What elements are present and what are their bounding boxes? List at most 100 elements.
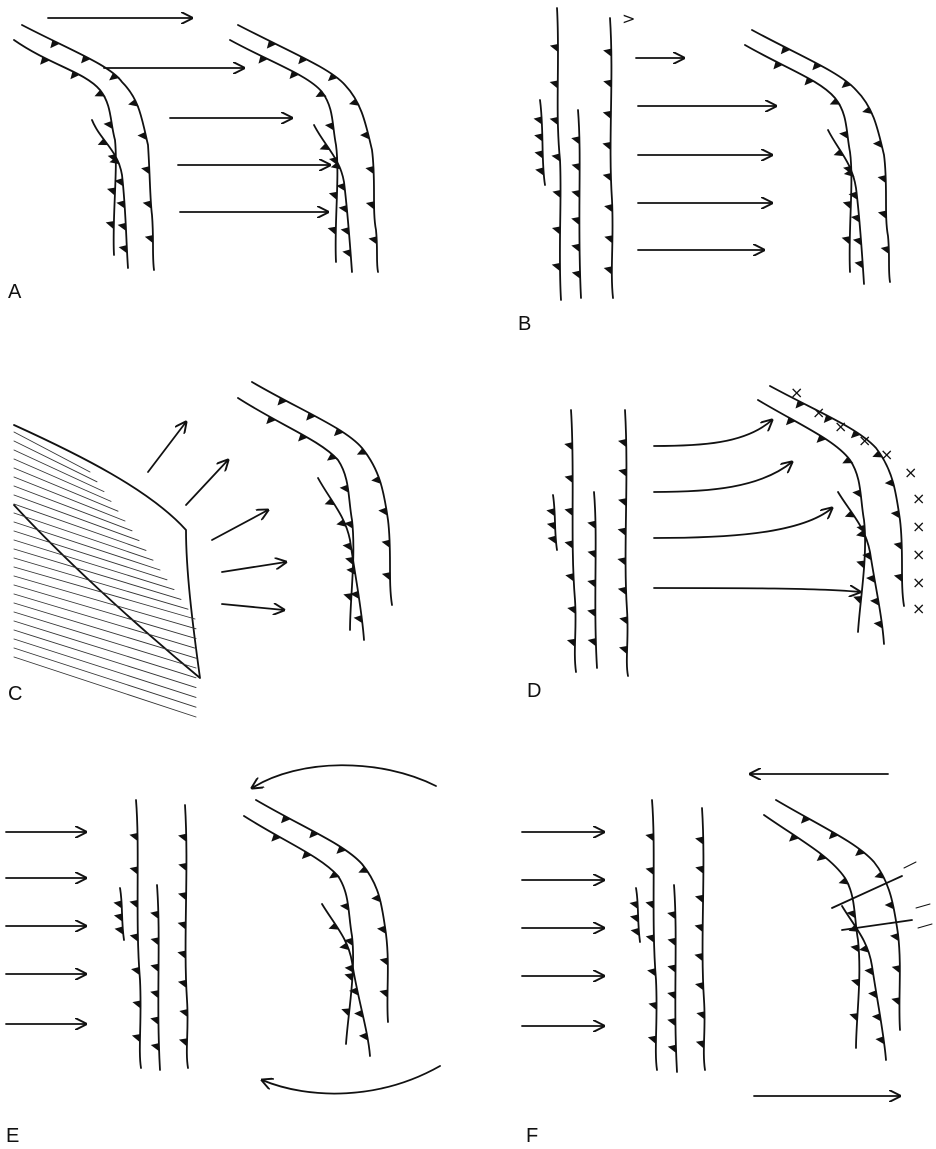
thrust-tooth: [344, 594, 351, 601]
thrust-tooth: [139, 133, 147, 140]
panel-label: F: [526, 1125, 538, 1147]
thrust-tooth: [572, 137, 579, 144]
thrust-tooth: [151, 911, 158, 918]
thrust-tooth: [144, 201, 151, 208]
hatch-line: [14, 432, 90, 472]
hatch-line: [14, 657, 196, 717]
thrust-tooth: [355, 616, 363, 623]
transverse-tear-faults: [832, 862, 932, 930]
thrust-tooth: [619, 499, 626, 506]
thrust-tooth: [892, 511, 900, 518]
thrust-tooth: [696, 954, 703, 961]
thrust-tooth: [340, 943, 349, 949]
thrust-tooth: [588, 521, 595, 528]
thrust-tooth: [696, 837, 703, 844]
thrust-tooth: [551, 118, 558, 125]
thrust-tooth: [874, 141, 882, 148]
thrust-tooth: [536, 168, 543, 175]
thrust-fault: [256, 800, 388, 1022]
panel-a-belt-right: [230, 25, 378, 272]
thrust-tooth: [843, 237, 850, 244]
thrust-tooth: [553, 154, 560, 161]
thrust-tooth: [303, 851, 311, 858]
thrust-tooth: [869, 991, 877, 998]
thrust-tooth: [840, 878, 849, 884]
thrust-tooth: [351, 591, 359, 598]
x-mark: ×: [912, 573, 925, 592]
thrust-tooth: [565, 443, 572, 450]
thrust-tooth: [350, 99, 359, 105]
thrust-fault: [185, 805, 188, 1068]
thrust-fault: [318, 478, 364, 640]
thrust-tooth: [341, 903, 349, 910]
thrust-tooth: [873, 1014, 881, 1021]
thrust-tooth: [267, 416, 275, 423]
thrust-tooth: [696, 983, 703, 990]
thrust-tooth: [551, 44, 558, 51]
thrust-tooth: [548, 509, 555, 516]
x-mark: ×: [858, 431, 871, 450]
thrust-tooth: [342, 1009, 349, 1016]
thrust-tooth: [129, 100, 138, 106]
thrust-tooth: [335, 429, 343, 436]
panel-f-belt-right: [764, 800, 900, 1060]
thrust-tooth: [179, 893, 186, 900]
thrust-tooth: [337, 520, 346, 526]
thrust-tooth: [119, 223, 126, 230]
thrust-tooth: [856, 261, 863, 268]
panel-b-belt-straight: [535, 8, 613, 300]
panel-f: F: [522, 774, 932, 1147]
thrust-tooth: [647, 901, 654, 908]
x-mark: ×: [834, 417, 847, 436]
thrust-tooth: [536, 151, 543, 158]
thrust-tooth: [181, 1010, 188, 1017]
thrust-tooth: [696, 924, 703, 931]
panel-d-belt-straight: [548, 410, 628, 676]
thrust-tooth: [882, 247, 889, 254]
thrust-tooth: [668, 1019, 675, 1026]
thrust-tooth: [566, 541, 573, 548]
panel-b-arrows: [636, 58, 776, 250]
motion-arrow: [222, 604, 284, 610]
thrust-tooth: [835, 150, 844, 156]
thrust-tooth: [290, 71, 298, 78]
thrust-tooth: [134, 1001, 141, 1008]
thrust-tooth: [330, 192, 337, 199]
thrust-fault: [752, 30, 890, 282]
thrust-tooth: [328, 454, 337, 460]
panel-c-belt: [238, 382, 392, 640]
thrust-tooth: [852, 215, 859, 222]
x-marks: × × × × × × × × × × ×: [790, 383, 925, 618]
thrust-tooth: [860, 946, 869, 952]
thrust-tooth: [879, 211, 886, 218]
thrust-tooth: [825, 415, 833, 422]
thrust-tooth: [856, 849, 865, 855]
thrust-tooth: [383, 540, 390, 547]
thrust-tooth: [844, 202, 851, 209]
thrust-tooth: [631, 901, 638, 908]
thrust-tooth: [668, 992, 675, 999]
thrust-tooth: [367, 167, 374, 174]
panel-a-arrows: [48, 18, 330, 212]
curved-motion-arrow: [654, 588, 860, 592]
thrust-tooth: [631, 915, 638, 922]
thrust-tooth: [854, 597, 861, 604]
panel-e-belt-straight: [115, 800, 188, 1070]
panel-label: A: [8, 281, 22, 303]
thrust-tooth: [573, 191, 580, 198]
thrust-fault: [252, 382, 392, 605]
thrust-tooth: [110, 73, 119, 79]
panel-c: C: [8, 382, 392, 717]
thrust-tooth: [179, 863, 186, 870]
panel-f-arrows: [522, 832, 604, 1026]
thrust-tooth: [131, 934, 138, 941]
hatched-block: [14, 425, 200, 717]
slip-tick: [918, 924, 932, 928]
thrust-tooth: [649, 1036, 656, 1043]
thrust-tooth: [131, 833, 138, 840]
thrust-tooth: [588, 580, 595, 587]
thrust-tooth: [179, 980, 186, 987]
thrust-tooth: [895, 574, 902, 581]
thrust-tooth: [340, 206, 348, 213]
